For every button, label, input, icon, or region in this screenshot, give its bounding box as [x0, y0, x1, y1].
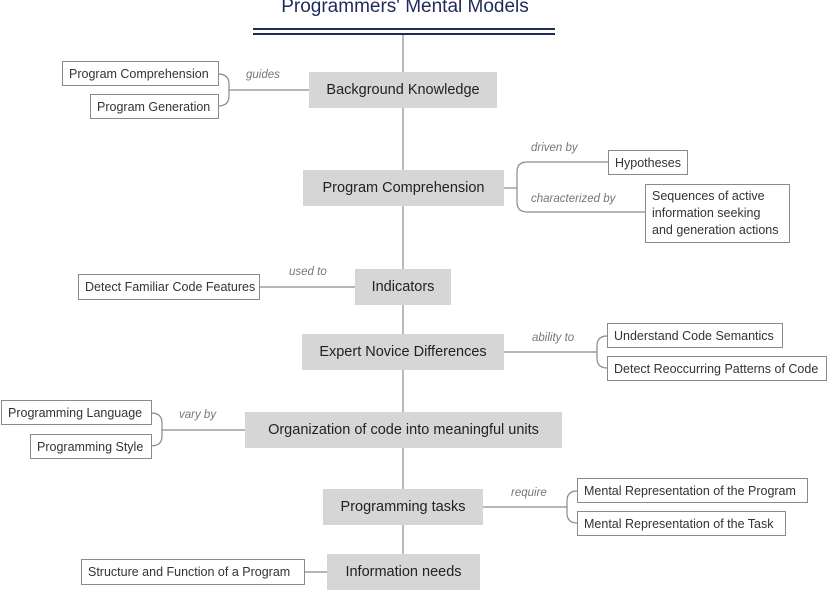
- label-guides: guides: [246, 69, 280, 81]
- page-title: Programmers' Mental Models: [281, 0, 529, 17]
- leaf-program-comprehension[interactable]: Program Comprehension: [62, 61, 219, 86]
- label-vary-by: vary by: [179, 409, 217, 421]
- label-characterized-by: characterized by: [531, 193, 616, 205]
- node-indicators[interactable]: Indicators: [355, 269, 451, 305]
- bracket-background: [217, 73, 230, 107]
- node-background-knowledge[interactable]: Background Knowledge: [309, 72, 497, 108]
- bracket-organization: [150, 412, 163, 447]
- label-ability-to: ability to: [532, 332, 575, 344]
- leaf-understand-semantics[interactable]: Understand Code Semantics: [607, 323, 783, 348]
- leaf-representation-program[interactable]: Mental Representation of the Program: [577, 478, 808, 503]
- leaf-sequences[interactable]: Sequences of active information seeking …: [645, 184, 790, 243]
- leaf-programming-style[interactable]: Programming Style: [30, 434, 152, 459]
- leaf-detect-patterns[interactable]: Detect Reoccurring Patterns of Code: [607, 356, 827, 381]
- bracket-expert: [596, 335, 608, 369]
- leaf-hypotheses[interactable]: Hypotheses: [608, 150, 688, 175]
- node-organization[interactable]: Organization of code into meaningful uni…: [245, 412, 562, 448]
- leaf-structure-function[interactable]: Structure and Function of a Program: [81, 559, 305, 585]
- node-program-comprehension[interactable]: Program Comprehension: [303, 170, 504, 206]
- label-require: require: [511, 487, 547, 499]
- node-information-needs[interactable]: Information needs: [327, 554, 480, 590]
- label-driven-by: driven by: [531, 142, 578, 154]
- label-used-to: used to: [289, 266, 327, 278]
- node-programming-tasks[interactable]: Programming tasks: [323, 489, 483, 525]
- leaf-representation-task[interactable]: Mental Representation of the Task: [577, 511, 786, 536]
- bracket-tasks: [566, 490, 578, 524]
- leaf-programming-language[interactable]: Programming Language: [1, 400, 152, 425]
- bracket-comprehension: [516, 161, 645, 213]
- leaf-detect-familiar[interactable]: Detect Familiar Code Features: [78, 274, 260, 300]
- node-expert-novice-differences[interactable]: Expert Novice Differences: [302, 334, 504, 370]
- leaf-program-generation[interactable]: Program Generation: [90, 94, 219, 119]
